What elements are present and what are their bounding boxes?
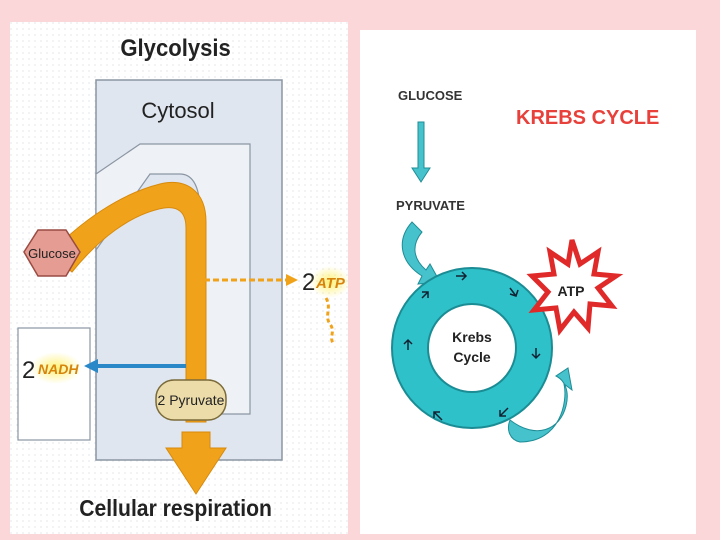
glucose-text: GLUCOSE	[398, 88, 463, 103]
glycolysis-panel: Glycolysis Cytosol 2 ATP 2 NADH Glucose …	[10, 22, 348, 534]
diagram-title: Glycolysis	[120, 34, 230, 61]
krebs-label-2: Cycle	[453, 349, 491, 365]
nadh-label: NADH	[38, 361, 79, 377]
cytosol-channel	[95, 143, 251, 415]
atp-label: ATP	[315, 275, 346, 292]
atp-squiggle	[324, 297, 336, 346]
respiration-label: Cellular respiration	[79, 495, 272, 521]
krebs-title: KREBS CYCLE	[516, 107, 659, 129]
krebs-diagram: GLUCOSE PYRUVATE KREBS CYCLE Krebs Cycle…	[391, 88, 659, 443]
atp-out-arrow	[507, 367, 573, 443]
pyruvate-pill	[155, 379, 227, 421]
nadh-box	[17, 327, 91, 441]
atp-burst	[526, 239, 624, 336]
glucose-label: Glucose	[28, 246, 76, 261]
glucose-down-arrow	[411, 121, 431, 183]
glycolysis-pathway	[49, 182, 207, 423]
krebs-panel: GLUCOSE PYRUVATE KREBS CYCLE Krebs Cycle…	[360, 30, 696, 534]
glucose-hexagon	[23, 229, 81, 277]
atp-burst-label: ATP	[558, 283, 585, 299]
nadh-glow	[30, 352, 82, 384]
respiration-arrow	[165, 431, 227, 495]
krebs-label-1: Krebs	[452, 329, 492, 345]
glycolysis-diagram: Glycolysis Cytosol 2 ATP 2 NADH Glucose …	[10, 22, 348, 534]
nadh-arrowhead	[84, 359, 98, 373]
atp-arrowhead	[286, 274, 298, 286]
pyruvate-text: PYRUVATE	[396, 198, 465, 213]
pyruvate-in-arrow	[401, 221, 441, 285]
cytosol-label: Cytosol	[141, 98, 214, 123]
nadh-count: 2	[22, 357, 35, 384]
ring-direction-arrows	[403, 271, 541, 421]
pyruvate-label: 2 Pyruvate	[158, 392, 225, 408]
krebs-ring-hole	[427, 303, 517, 393]
atp-glow	[310, 266, 348, 298]
